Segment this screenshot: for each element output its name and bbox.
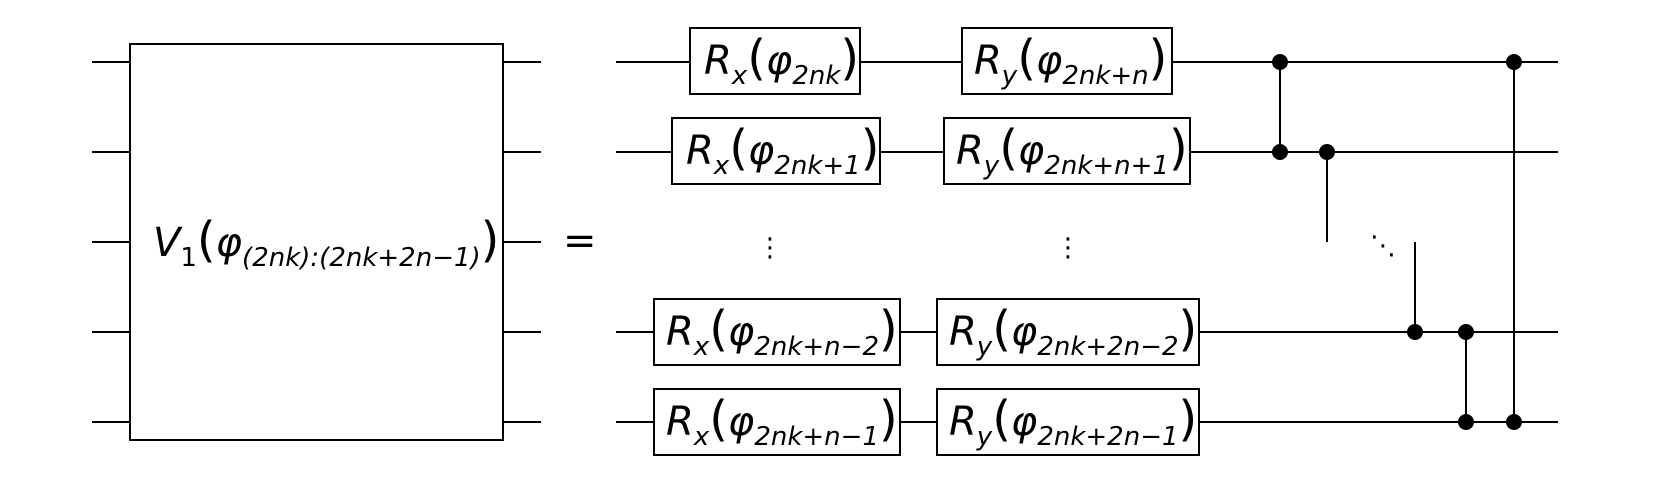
control-dot [1272,144,1288,160]
gate-label: Rx(φ2nk) [704,30,859,91]
gate-ry-n1: Ry(φ2nk+2n−1) [936,388,1200,456]
gate-label: Rx(φ2nk+n−1) [666,391,898,452]
gate-label: Rx(φ2nk+n−2) [666,301,898,362]
gate-rx-0: Rx(φ2nk) [689,27,861,95]
v1-name: V [153,220,183,266]
control-dot [1407,324,1423,340]
vertical-ellipsis-ry: ⋮ [1055,233,1081,263]
control-dot [1506,54,1522,70]
gate-label: Ry(φ2nk+2n−2) [949,301,1197,362]
cz-ladder: ⋱ [1272,54,1522,430]
gate-label: Rx(φ2nk+1) [686,120,879,181]
gate-rx-n2: Rx(φ2nk+n−2) [653,298,901,366]
control-dot [1506,414,1522,430]
control-dot [1319,144,1335,160]
v1-open-paren: ( [197,212,216,268]
gate-rx-n1: Rx(φ2nk+n−1) [653,388,901,456]
left-wires [92,61,541,423]
v1-phi-subscript: (2nk):(2nk+2n−1) [242,243,481,273]
v1-block [129,43,504,441]
gate-label: Ry(φ2nk+n) [974,30,1167,91]
v1-index: 1 [180,243,197,273]
equals-sign: = [563,218,597,264]
gate-box [671,117,881,185]
gate-box [961,27,1173,95]
control-dot [1458,324,1474,340]
control-dot [1458,414,1474,430]
gate-box [653,388,901,456]
control-dot [1272,54,1288,70]
gate-box [689,27,861,95]
gate-rx-1: Rx(φ2nk+1) [671,117,881,185]
v1-phi: φ [216,220,242,266]
v1-label: V1(φ(2nk):(2nk+2n−1)) [153,212,499,273]
gate-ry-n2: Ry(φ2nk+2n−2) [936,298,1200,366]
gate-box [653,298,901,366]
gate-box [936,298,1200,366]
v1-close-paren: ) [481,212,500,268]
gate-box [943,117,1191,185]
gate-label: Ry(φ2nk+n+1) [956,120,1188,181]
diagonal-ellipsis: ⋱ [1370,231,1396,261]
gate-ry-0: Ry(φ2nk+n) [961,27,1173,95]
vertical-ellipsis-rx: ⋮ [757,233,783,263]
gate-ry-1: Ry(φ2nk+n+1) [943,117,1191,185]
gate-label: Ry(φ2nk+2n−1) [949,391,1197,452]
gate-box [936,388,1200,456]
